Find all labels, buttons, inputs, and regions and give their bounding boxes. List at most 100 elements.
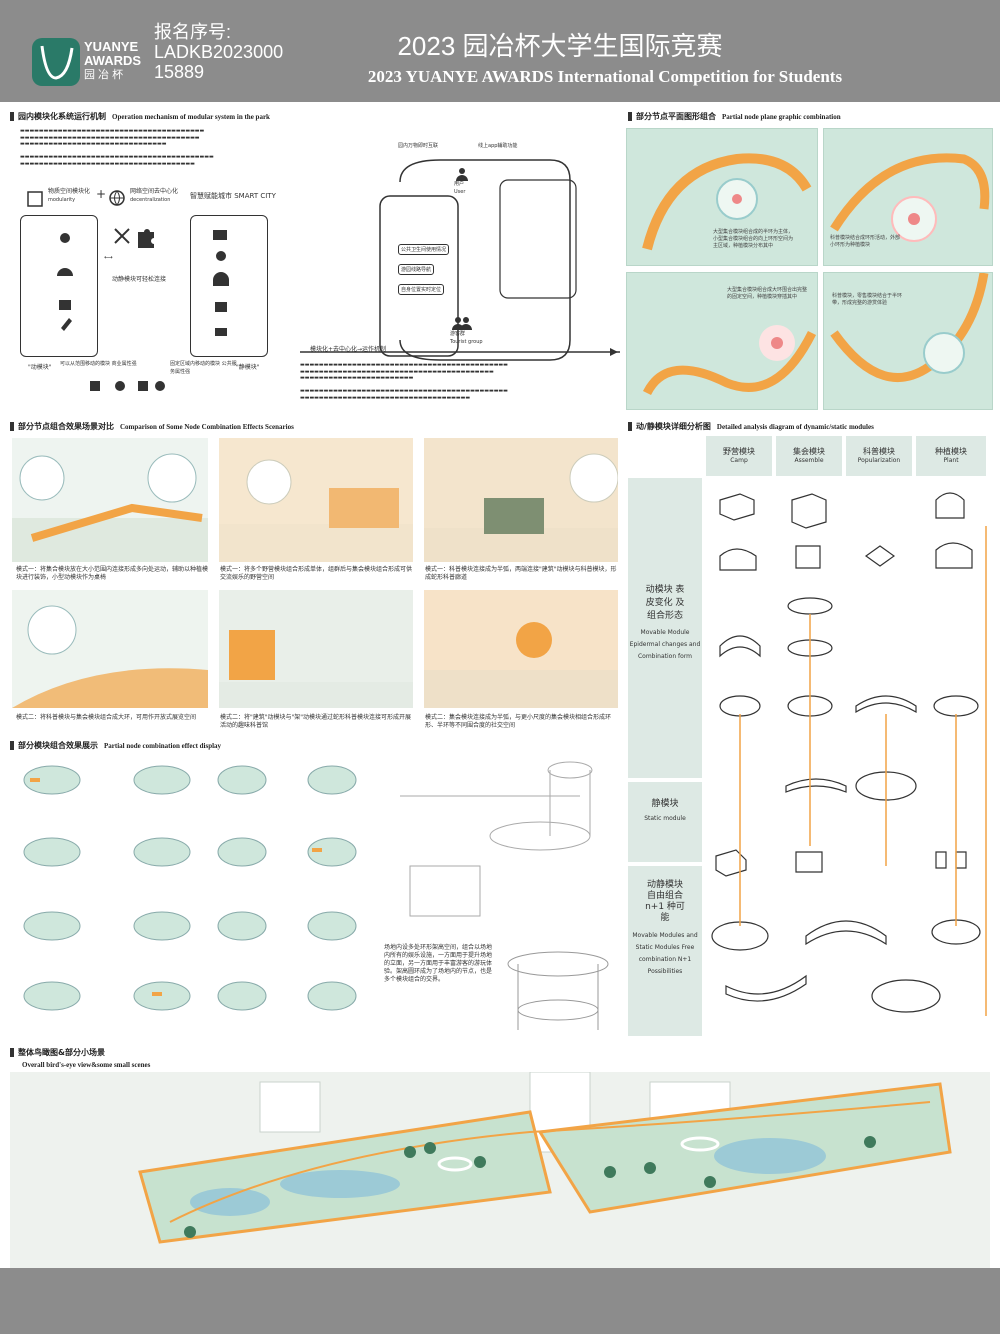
plane-text-1: 大型集合模块组合成的半环为主体，小型集合模块组合的向上环形空间为主区域，种植模块… <box>713 229 794 249</box>
footer-band <box>0 1268 1000 1334</box>
section-en: Detailed analysis diagram of dynamic/sta… <box>716 423 874 431</box>
analysis-column-popularization: 科普模块 Popularization <box>846 436 912 476</box>
logo-cn: 园 冶 杯 <box>84 69 124 81</box>
mechanism-flow-paragraph: ▬▬▬▬▬▬▬▬▬▬▬▬▬▬▬▬▬▬▬▬▬▬▬▬▬▬▬▬▬▬▬▬▬▬▬▬▬▬▬▬… <box>300 362 508 401</box>
scenario-caption-3: 模式一：科普模块连接成为半弧，两端连接"建筑"动模块与科普模块，形成蛇形科普廊道 <box>425 566 617 581</box>
feedback-label: 园内万物即时互联 <box>398 143 439 149</box>
module-combination-grid <box>12 756 368 1042</box>
title-cn: 2023 园冶杯大学生国际竞赛 <box>397 31 723 61</box>
scenario-image-6 <box>424 590 618 708</box>
header-band: YUANYE AWARDS 园 冶 杯 报名序号: LADKB2023000 1… <box>0 0 1000 102</box>
modularity-icon <box>26 190 44 211</box>
section-cn: 部分节点组合效果场景对比 <box>18 422 114 431</box>
column-en: Popularization <box>857 457 901 464</box>
logo-en: YUANYE AWARDS <box>84 39 142 68</box>
flow-label: 模块化+去中心化→运作机制 <box>310 346 387 353</box>
user-icon <box>455 167 469 184</box>
mechanism-item-0: 公共卫生间使用情况 <box>398 244 450 255</box>
plus-sign: + <box>96 187 107 201</box>
exchange-arrows-icon: ⟷ <box>104 254 113 261</box>
scenario-caption-2: 模式一：将多个野营模块组合形成单体，组群后与集会模块组合形成可供交流娱乐的野营空… <box>220 566 413 581</box>
section-en: Partial node plane graphic combination <box>722 113 841 121</box>
globe-icon <box>108 189 126 210</box>
decentral-en: decentralization <box>130 197 171 203</box>
section-title-aerial: 整体鸟瞰图&部分小场景 <box>10 1047 105 1058</box>
section-cn: 部分节点平面图形组合 <box>636 112 716 121</box>
scenario-image-4 <box>12 590 208 708</box>
modularity-en: modularity <box>48 197 76 203</box>
section-cn: 部分模块组合效果展示 <box>18 741 98 750</box>
scenario-image-2 <box>219 438 413 562</box>
scenario-image-5 <box>219 590 413 708</box>
column-cn: 野营模块 <box>723 447 755 456</box>
section-marker <box>10 112 14 121</box>
tourist-label: 游客群 Tourist group <box>450 330 483 346</box>
section-title-analysis: 动/静模块详细分析图 Detailed analysis diagram of d… <box>628 421 874 432</box>
section-en: Partial node combination effect display <box>104 742 222 750</box>
smart-city-label: 智慧赋能城市 SMART CITY <box>190 192 276 200</box>
section-en: Comparison of Some Node Combination Effe… <box>120 423 294 431</box>
row-cn: 静模块 <box>651 799 679 809</box>
module-drawings <box>711 492 987 1016</box>
tools-icon <box>112 226 132 249</box>
mechanism-loop <box>300 140 620 383</box>
structure-drawings <box>380 756 616 936</box>
section-en: Operation mechanism of modular system in… <box>112 113 270 121</box>
dynamic-label: "动模块" <box>28 364 52 371</box>
static-label: "静模块" <box>236 364 260 371</box>
mechanism-paragraph: ▬▬▬▬▬▬▬▬▬▬▬▬▬▬▬▬▬▬▬▬▬▬▬▬▬▬▬▬▬▬▬▬▬▬▬▬▬▬▬▬… <box>20 128 214 167</box>
analysis-row-movable: 动模块 表皮变化 及 组合形态 Movable Module Epidermal… <box>628 478 702 778</box>
section-title-aerial-en: Overall bird's-eye view&some small scene… <box>22 1060 150 1069</box>
scenario-caption-4: 模式二：将科普模块与集会模块组合成大环，可用作开放式展览空间 <box>16 714 197 721</box>
analysis-column-plant: 种植模块 Plant <box>916 436 986 476</box>
section-marker <box>628 112 632 121</box>
section-marker <box>628 422 632 431</box>
mechanism-item-2: 自身位置实时定位 <box>398 284 445 295</box>
tourist-cn: 游客群 <box>450 331 466 337</box>
section-cn: 园内模块化系统运行机制 <box>18 112 106 121</box>
decentral-cn: 网络空间去中心化 <box>130 188 179 195</box>
registration-block: 报名序号: LADKB2023000 15889 <box>154 22 283 82</box>
section-en: Overall bird's-eye view&some small scene… <box>22 1061 151 1069</box>
dynamic-desc: 可以从范围移动的模块 商业属性强 <box>60 361 137 367</box>
section-marker <box>10 422 14 431</box>
section-title-plane: 部分节点平面图形组合 Partial node plane graphic com… <box>628 111 841 122</box>
logo-text: YUANYE AWARDS 园 冶 杯 <box>84 40 150 82</box>
mechanism-item-1: 游园线路导航 <box>398 264 435 275</box>
tourist-icon <box>452 316 472 333</box>
column-en: Assemble <box>794 457 824 464</box>
column-en: Plant <box>943 457 959 464</box>
user-en: User <box>454 189 466 195</box>
plane-text-3: 大型集合模块组合成大环围合出完整的固定空间，种植模块穿插其中 <box>727 287 808 300</box>
row-en: Movable Module Epidermal changes and Com… <box>629 629 701 660</box>
analysis-panel: 野营模块 Camp 集会模块 Assemble 科普模块 Popularizat… <box>628 436 992 1036</box>
scenario-caption-1: 模式一：将集合模块放在大小范围内连接形成多向处运动，辅助以种植模块进行装饰，小型… <box>16 566 209 581</box>
section-title-mechanism: 园内模块化系统运行机制 Operation mechanism of modula… <box>10 111 270 122</box>
analysis-column-assemble: 集会模块 Assemble <box>776 436 842 476</box>
row-cn: 动静模块 自由组合 n+1 种可能 <box>645 880 685 923</box>
row-cn: 动模块 表皮变化 及 组合形态 <box>645 585 685 621</box>
partner-logos <box>90 380 170 395</box>
section-title-scenarios: 部分节点组合效果场景对比 Comparison of Some Node Comb… <box>10 421 294 432</box>
user-cn: 用户 <box>454 181 465 187</box>
section-title-display: 部分模块组合效果展示 Partial node combination effec… <box>10 740 221 751</box>
column-cn: 科普模块 <box>863 447 895 456</box>
reg-label: 报名序号: <box>154 22 232 42</box>
scenario-image-3 <box>424 438 618 562</box>
static-module-box <box>190 215 268 357</box>
plane-text-4: 科普模块，零售模块结合于半环带，形成完整的游赏体验 <box>832 293 903 306</box>
section-cn: 动/静模块详细分析图 <box>636 422 711 431</box>
logo-mark-icon <box>32 38 80 86</box>
scenario-caption-6: 模式二：集会模块连接成为半弧，与更小尺度的集会模块相组合形成环形、半环等不同围合… <box>425 714 612 729</box>
display-description: 场地内设多处环形架高空间，组合以场地内所有的娱乐设施，一方面用于提升场地的立面，… <box>384 944 493 983</box>
reg-number-line-1: LADKB2023000 <box>154 42 284 62</box>
modularity-label: 物质空间模块化 modularity <box>48 188 90 204</box>
plane-plan-1: 大型集合模块组合成的半环为主体，小型集合模块组合的向上环形空间为主区域，种植模块… <box>626 128 818 266</box>
aerial-view <box>10 1072 990 1268</box>
section-cn: 整体鸟瞰图&部分小场景 <box>18 1048 105 1057</box>
reg-number-line-2: 15889 <box>154 62 205 82</box>
column-cn: 集会模块 <box>793 447 825 456</box>
row-en: Static module <box>644 815 686 822</box>
column-cn: 种植模块 <box>935 447 967 456</box>
plane-plan-3: 大型集合模块组合成大环围合出完整的固定空间，种植模块穿插其中 <box>626 272 818 410</box>
